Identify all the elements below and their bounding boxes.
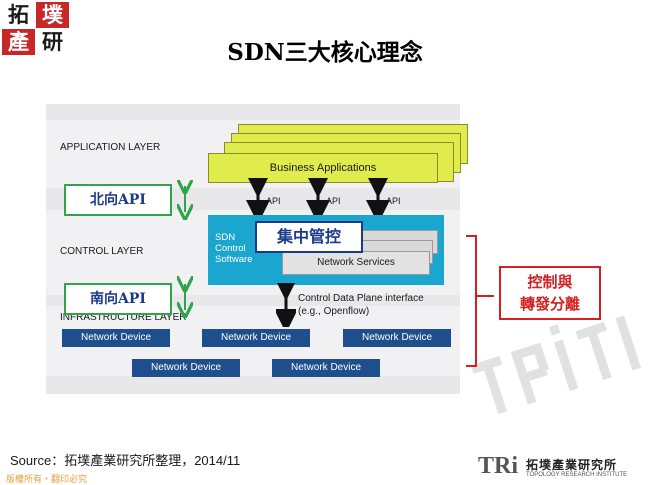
separation-line-1: 控制與 (527, 273, 573, 291)
control-data-plane-arrow (276, 283, 296, 327)
sdn-label-line-1: SDN (215, 232, 236, 243)
control-layer-label: CONTROL LAYER (60, 246, 144, 257)
network-services-box: Network Services (282, 251, 430, 275)
logo: 拓 墣 產 研 (0, 0, 70, 56)
copyright-note: 版權所有‧翻印必究 (6, 474, 88, 484)
api-arrows (246, 178, 390, 220)
institute-name-cn: 拓墣產業研究所 (526, 458, 618, 472)
api-label-3: API (386, 196, 401, 206)
cdp-line-1: Control Data Plane interface (298, 293, 424, 304)
network-device-3: Network Device (343, 329, 451, 347)
api-label-1: API (266, 196, 281, 206)
logo-char-3: 產 (2, 29, 35, 55)
institute-name-en: TOPOLOGY RESEARCH INSTITUTE (526, 472, 628, 478)
cdp-line-2: (e.g., Openflow) (298, 306, 370, 317)
southbound-api-tag: 南向API (64, 283, 172, 315)
network-device-4: Network Device (132, 359, 240, 377)
tri-logo: TRi (478, 453, 519, 479)
tri-watermark (470, 315, 642, 415)
api-label-2: API (326, 196, 341, 206)
sdn-label-line-3: Software (215, 254, 253, 265)
page-title: SDN三大核心理念 (227, 39, 423, 66)
control-forwarding-separation-tag: 控制與 轉發分離 (499, 266, 601, 320)
network-device-2: Network Device (202, 329, 310, 347)
northbound-api-tag: 北向API (64, 184, 172, 216)
network-device-1: Network Device (62, 329, 170, 347)
infrastructure-layer-label: INFRASTRUCTURE LAYER (60, 312, 187, 323)
centralized-control-tag: 集中管控 (255, 221, 363, 253)
network-device-5: Network Device (272, 359, 380, 377)
sdn-control-software-label: SDN Control Software (215, 232, 253, 265)
green-api-arrows (174, 180, 196, 320)
logo-char-4: 研 (36, 29, 69, 55)
red-bracket (466, 235, 494, 367)
source-note: Source：拓墣產業研究所整理，2014/11 (10, 453, 241, 468)
logo-char-1: 拓 (2, 2, 35, 28)
separation-line-2: 轉發分離 (519, 295, 580, 313)
application-layer-label: APPLICATION LAYER (60, 142, 161, 153)
sdn-label-line-2: Control (215, 243, 246, 254)
control-data-plane-interface-label: Control Data Plane interface (e.g., Open… (298, 292, 424, 318)
logo-char-2: 墣 (36, 2, 69, 28)
